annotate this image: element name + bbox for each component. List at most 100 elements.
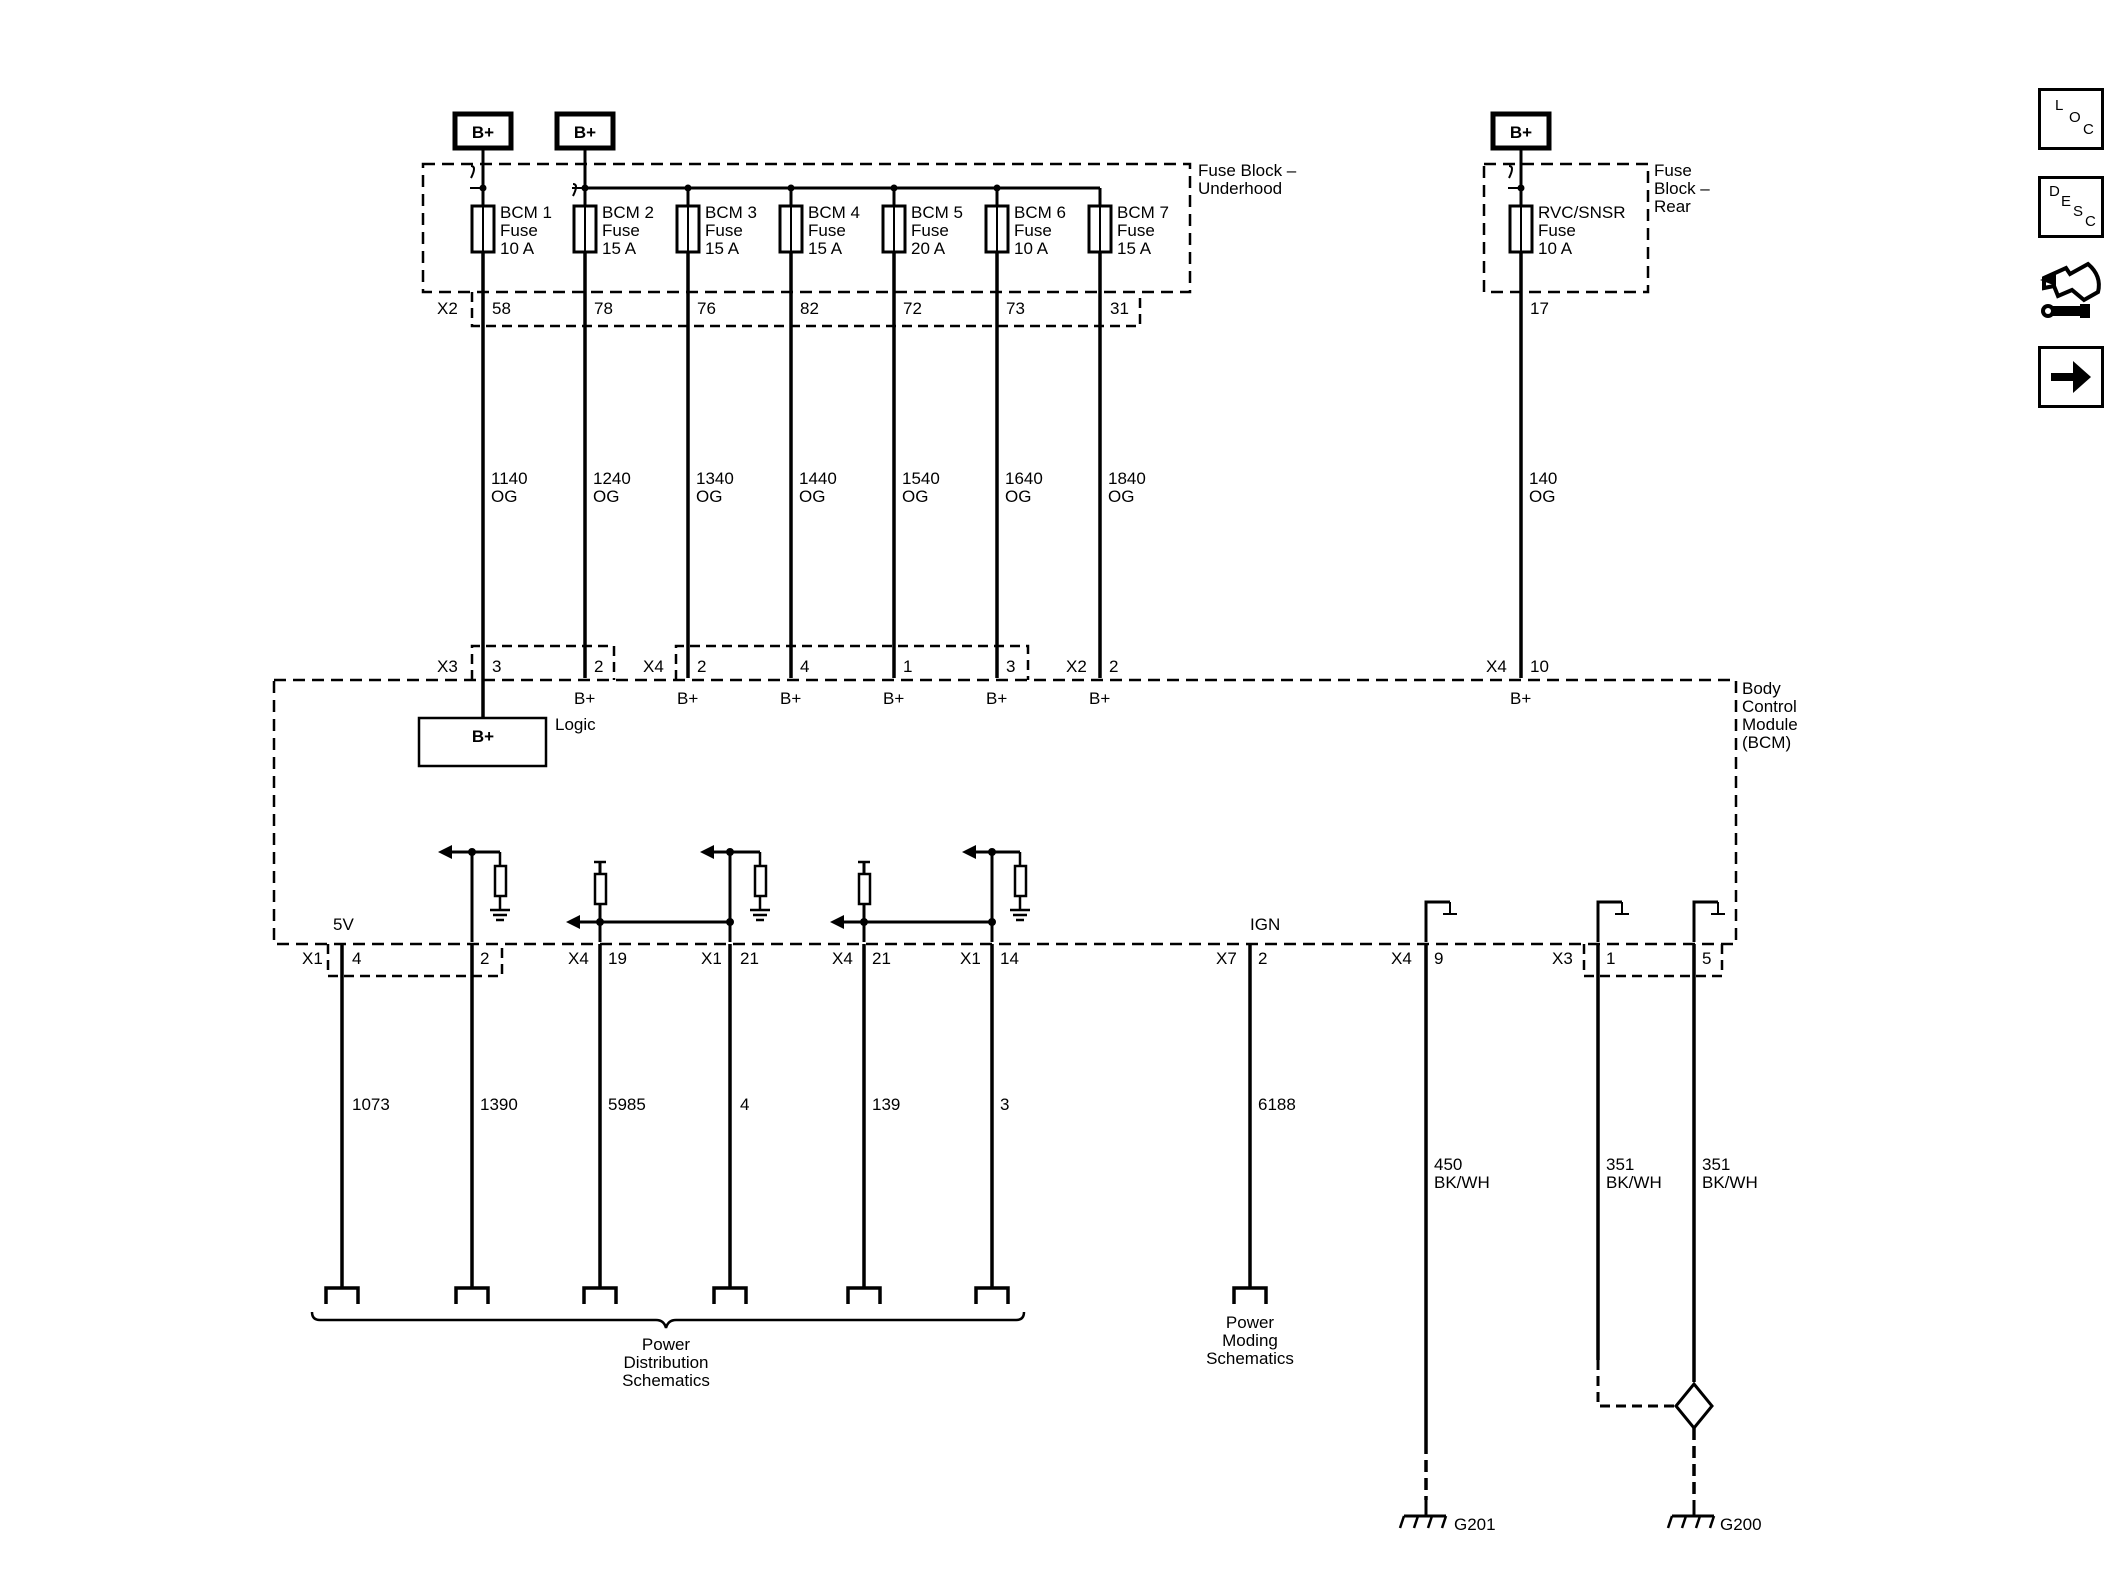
svg-text:Underhood: Underhood	[1198, 179, 1282, 198]
description-button[interactable]: D E S C	[2038, 176, 2104, 238]
svg-text:Fuse: Fuse	[602, 221, 640, 240]
svg-text:X4: X4	[643, 657, 664, 676]
svg-text:Module: Module	[1742, 715, 1798, 734]
svg-text:BK/WH: BK/WH	[1702, 1173, 1758, 1192]
svg-text:1: 1	[1606, 949, 1615, 968]
circuit-1640: 1640	[1005, 469, 1043, 488]
svg-text:OG: OG	[593, 487, 619, 506]
svg-text:Schematics: Schematics	[1206, 1349, 1294, 1368]
pin-82: 82	[800, 299, 819, 318]
svg-text:B+: B+	[883, 689, 904, 708]
svg-text:BCM 3: BCM 3	[705, 203, 757, 222]
bcm-internal-circuits	[438, 845, 1725, 942]
svg-text:B+: B+	[1510, 123, 1532, 142]
svg-text:10 A: 10 A	[1538, 239, 1573, 258]
svg-text:B+: B+	[472, 123, 494, 142]
connector-tool-button[interactable]	[2036, 254, 2108, 330]
svg-text:2: 2	[697, 657, 706, 676]
fuse-bcm-6: BCM 6 Fuse 10 A	[984, 188, 1066, 258]
svg-text:9: 9	[1434, 949, 1443, 968]
svg-text:15 A: 15 A	[705, 239, 740, 258]
svg-text:X1: X1	[302, 949, 323, 968]
svg-text:21: 21	[872, 949, 891, 968]
svg-text:B+: B+	[986, 689, 1007, 708]
connector-x2-fuse-block: X2	[437, 299, 458, 318]
svg-text:BK/WH: BK/WH	[1434, 1173, 1490, 1192]
fuse-bcm-4: BCM 4 Fuse 15 A	[778, 188, 860, 258]
circuit-351-a: 351	[1606, 1155, 1634, 1174]
power-distribution-brace	[310, 1311, 1026, 1329]
svg-text:OG: OG	[902, 487, 928, 506]
svg-text:4: 4	[800, 657, 809, 676]
svg-text:10 A: 10 A	[500, 239, 535, 258]
svg-text:B+: B+	[1510, 689, 1531, 708]
svg-text:BCM 5: BCM 5	[911, 203, 963, 222]
svg-text:Fuse: Fuse	[500, 221, 538, 240]
svg-text:(BCM): (BCM)	[1742, 733, 1791, 752]
svg-text:Rear: Rear	[1654, 197, 1691, 216]
svg-text:Block –: Block –	[1654, 179, 1710, 198]
fuse-block-underhood: Fuse Block – Underhood X2	[421, 161, 1297, 328]
svg-text:Fuse: Fuse	[1654, 161, 1692, 180]
svg-text:IGN: IGN	[1250, 915, 1280, 934]
svg-text:1: 1	[903, 657, 912, 676]
svg-text:OG: OG	[1108, 487, 1134, 506]
svg-text:BCM 2: BCM 2	[602, 203, 654, 222]
power-source-bplus-2: B+	[554, 111, 616, 151]
circuit-1440: 1440	[799, 469, 837, 488]
page-reference-terminals	[324, 1286, 1268, 1304]
pin-76: 76	[697, 299, 716, 318]
pin-31: 31	[1110, 299, 1129, 318]
circuit-5985: 5985	[608, 1095, 646, 1114]
svg-text:X4: X4	[1486, 657, 1507, 676]
svg-text:Fuse: Fuse	[1117, 221, 1155, 240]
pin-72: 72	[903, 299, 922, 318]
circuit-1840: 1840	[1108, 469, 1146, 488]
svg-text:B+: B+	[780, 689, 801, 708]
svg-text:X4: X4	[832, 949, 853, 968]
pin-17: 17	[1530, 299, 1549, 318]
svg-text:Fuse: Fuse	[1538, 221, 1576, 240]
circuit-6188: 6188	[1258, 1095, 1296, 1114]
svg-text:Distribution: Distribution	[623, 1353, 708, 1372]
fuse-bcm-5: BCM 5 Fuse 20 A	[881, 188, 963, 258]
svg-text:Moding: Moding	[1222, 1331, 1278, 1350]
svg-text:OG: OG	[1529, 487, 1555, 506]
connector-tool-icon	[2040, 261, 2101, 318]
svg-text:15 A: 15 A	[1117, 239, 1152, 258]
ground-g200-icon	[1666, 1500, 1716, 1529]
svg-text:20 A: 20 A	[911, 239, 946, 258]
svg-text:OG: OG	[799, 487, 825, 506]
svg-text:BCM 7: BCM 7	[1117, 203, 1169, 222]
fuse-bcm-1: BCM 1 Fuse 10 A	[470, 188, 552, 258]
svg-text:15 A: 15 A	[808, 239, 843, 258]
next-page-button[interactable]	[2038, 346, 2104, 408]
svg-text:BCM 4: BCM 4	[808, 203, 860, 222]
svg-text:X1: X1	[701, 949, 722, 968]
svg-text:Power: Power	[642, 1335, 691, 1354]
svg-text:5V: 5V	[333, 915, 354, 934]
circuit-1240: 1240	[593, 469, 631, 488]
svg-text:OG: OG	[1005, 487, 1031, 506]
svg-text:Control: Control	[1742, 697, 1797, 716]
circuit-1390: 1390	[480, 1095, 518, 1114]
circuit-1073: 1073	[352, 1095, 390, 1114]
bottom-wires	[340, 944, 1696, 1442]
svg-text:3: 3	[1006, 657, 1015, 676]
ground-g201-icon	[1398, 1500, 1448, 1529]
power-source-bplus-3: B+	[1490, 111, 1552, 151]
fuse-block-rear: Fuse Block – Rear RVC/SNSR Fuse 10 A 17	[1482, 161, 1710, 318]
circuit-4: 4	[740, 1095, 749, 1114]
svg-text:BCM 6: BCM 6	[1014, 203, 1066, 222]
svg-text:X7: X7	[1216, 949, 1237, 968]
svg-text:21: 21	[740, 949, 759, 968]
bcm-top-connectors: X3 X4 X2 X4 3 2 2 4 1 3 2 10	[437, 644, 1549, 680]
power-moding-reference[interactable]: Power Moding Schematics	[1206, 1313, 1294, 1368]
power-distribution-reference[interactable]: Power Distribution Schematics	[622, 1335, 710, 1390]
location-button[interactable]: L O C	[2038, 88, 2104, 150]
top-wires	[481, 252, 1523, 718]
fuse-bcm-2: BCM 2 Fuse 15 A	[572, 188, 654, 258]
svg-text:Body: Body	[1742, 679, 1781, 698]
svg-text:OG: OG	[491, 487, 517, 506]
pin-73: 73	[1006, 299, 1025, 318]
